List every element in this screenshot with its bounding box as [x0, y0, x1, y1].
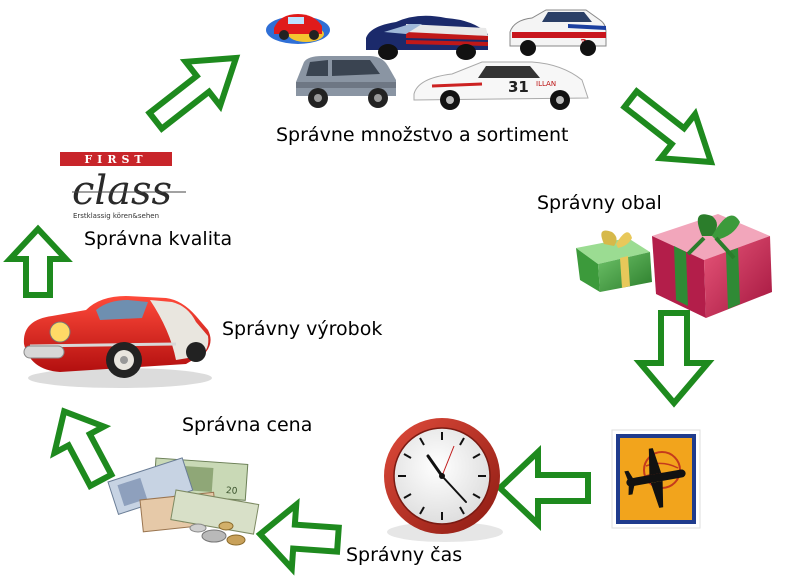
- logo-top-text: FIRST: [84, 153, 147, 166]
- arrow-left-1: [495, 445, 591, 531]
- label-assortment: Správne množstvo a sortiment: [276, 124, 569, 146]
- arrow-up: [3, 224, 73, 298]
- logo-main-text: class: [72, 168, 172, 214]
- classic-car-icon: [23, 296, 212, 388]
- label-product: Správny výrobok: [222, 318, 383, 340]
- label-time: Správny čas: [346, 544, 463, 566]
- label-price: Správna cena: [182, 414, 313, 436]
- label-packaging: Správny obal: [537, 192, 662, 214]
- arrow-up-right: [145, 54, 241, 133]
- gift-boxes-icon: [576, 214, 772, 318]
- label-quality: Správna kvalita: [84, 228, 233, 250]
- svg-text:ILLAN: ILLAN: [536, 80, 556, 88]
- arrow-down: [633, 310, 715, 408]
- logo-tagline: Erstklassig kören&sehen: [73, 212, 159, 220]
- arrow-up-left: [50, 407, 116, 491]
- race-number: 31: [508, 78, 529, 96]
- car-cluster-icon: 3 31 ILLAN: [266, 9, 607, 110]
- first-class-logo: FIRST class Erstklassig kören&sehen: [60, 152, 186, 220]
- money-icon: 20 20: [107, 457, 260, 546]
- arrow-down-right: [620, 87, 716, 166]
- airplane-stamp-icon: [611, 429, 701, 529]
- wall-clock-icon: [384, 418, 503, 542]
- arrow-left-2: [255, 497, 342, 576]
- svg-text:20: 20: [226, 486, 238, 497]
